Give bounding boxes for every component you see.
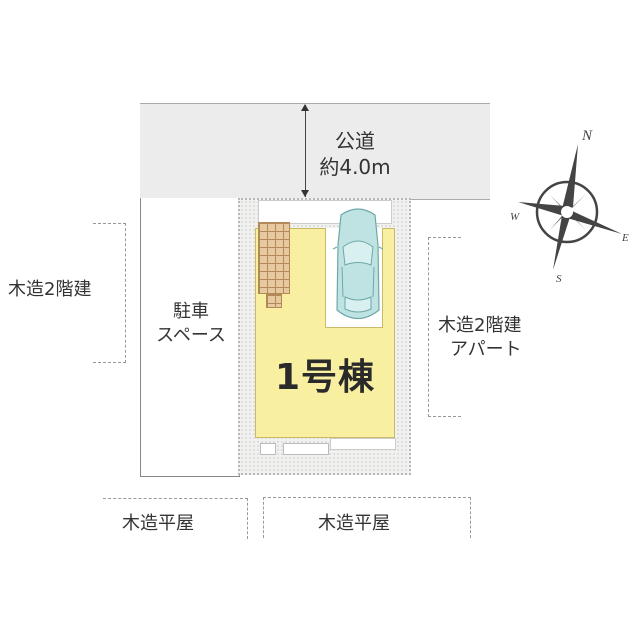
compass-rose-icon: N W E S bbox=[510, 128, 629, 282]
parking-space-area bbox=[140, 198, 240, 477]
neighbor-east-label-line2: アパート bbox=[450, 339, 522, 360]
compass-east: E bbox=[621, 232, 629, 244]
parking-label-line1: 駐車 bbox=[173, 301, 209, 322]
compass-west: W bbox=[510, 211, 520, 223]
neighbor-west-label: 木造2階建 bbox=[8, 279, 92, 300]
house-label: 1号棟 bbox=[274, 357, 376, 398]
arrow-down-icon bbox=[301, 190, 309, 197]
outdoor-unit bbox=[260, 443, 276, 455]
neighbor-southwest-boundary bbox=[103, 498, 248, 539]
neighbor-east-label-line1: 木造2階建 bbox=[438, 315, 522, 336]
arrow-up-icon bbox=[301, 104, 309, 111]
house-rear-step bbox=[330, 438, 396, 450]
compass-north: N bbox=[581, 128, 593, 144]
rear-step bbox=[283, 443, 329, 455]
wood-deck bbox=[258, 222, 290, 294]
neighbor-east-boundary bbox=[428, 237, 461, 417]
neighbor-southwest-label: 木造平屋 bbox=[122, 513, 194, 534]
neighbor-west-boundary bbox=[93, 223, 126, 363]
parking-label-line2: スペース bbox=[156, 325, 226, 346]
parking-space-label: 駐車 スペース bbox=[143, 300, 239, 348]
wood-deck-step bbox=[266, 294, 282, 308]
compass-south: S bbox=[556, 273, 562, 282]
road-width: 約4.0m bbox=[319, 155, 391, 179]
road-label: 公道 約4.0m bbox=[300, 128, 410, 180]
public-road bbox=[140, 103, 490, 200]
neighbor-south-boundary bbox=[263, 497, 471, 538]
road-name: 公道 bbox=[335, 129, 375, 153]
car-icon bbox=[333, 208, 383, 320]
neighbor-south-label: 木造平屋 bbox=[318, 513, 390, 534]
road-width-dimension-line bbox=[305, 105, 306, 197]
